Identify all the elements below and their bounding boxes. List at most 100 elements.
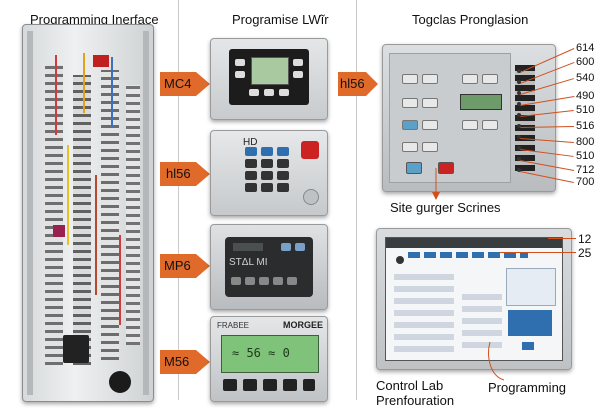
right-number-6: 516 bbox=[576, 120, 595, 132]
leader-dot bbox=[517, 69, 521, 73]
button-5[interactable] bbox=[249, 89, 259, 96]
right-number-5: 510 bbox=[576, 104, 595, 116]
keypad-controller-panel: STΔL ΜI bbox=[210, 224, 328, 310]
button-7[interactable] bbox=[279, 89, 289, 96]
terminal-strip-3 bbox=[101, 70, 119, 360]
leader-dot bbox=[517, 113, 521, 117]
key[interactable] bbox=[462, 74, 478, 84]
button-4[interactable] bbox=[293, 71, 303, 78]
arrow-label-mc4: MC4 bbox=[164, 76, 192, 91]
button-1[interactable] bbox=[235, 59, 245, 66]
key[interactable] bbox=[277, 147, 289, 156]
right-number-7: 800 bbox=[576, 136, 595, 148]
key[interactable] bbox=[422, 74, 438, 84]
screen-titlebar bbox=[386, 238, 562, 248]
key[interactable] bbox=[295, 243, 305, 251]
key[interactable] bbox=[402, 120, 418, 130]
cabinet-rail-left bbox=[27, 31, 33, 395]
key[interactable] bbox=[462, 120, 478, 130]
arrow-label-hl56: hl56 bbox=[166, 166, 191, 181]
key-blue[interactable] bbox=[406, 162, 422, 174]
key[interactable] bbox=[482, 120, 498, 130]
key[interactable] bbox=[402, 98, 418, 108]
divider-left bbox=[178, 0, 179, 400]
key[interactable] bbox=[245, 147, 257, 156]
key[interactable] bbox=[482, 74, 498, 84]
knob bbox=[109, 371, 131, 393]
key[interactable] bbox=[245, 277, 255, 285]
arrow-label-right: hl56 bbox=[340, 76, 365, 91]
key[interactable] bbox=[261, 147, 273, 156]
key[interactable] bbox=[277, 159, 289, 168]
keypad-icon bbox=[245, 147, 291, 193]
leader-dot bbox=[517, 91, 521, 95]
key[interactable] bbox=[243, 379, 257, 391]
key[interactable] bbox=[261, 171, 273, 180]
arrow-mp6: MP6 bbox=[160, 254, 210, 278]
screen-number-12: 12 bbox=[578, 232, 592, 246]
key[interactable] bbox=[402, 142, 418, 152]
wire-yellow bbox=[67, 145, 69, 245]
key[interactable] bbox=[277, 183, 289, 192]
heading-programming-interface: Programming Inerface bbox=[30, 12, 159, 27]
right-number-10: 700 bbox=[576, 176, 595, 188]
key[interactable] bbox=[277, 171, 289, 180]
screen-number-25: 25 bbox=[578, 246, 592, 260]
key[interactable] bbox=[303, 379, 315, 391]
caption-site-gurger: Site gurger Scrines bbox=[390, 200, 501, 215]
controller-body: STΔL ΜI bbox=[225, 237, 313, 297]
control-face bbox=[389, 53, 511, 183]
key[interactable] bbox=[245, 171, 257, 180]
key[interactable] bbox=[223, 379, 237, 391]
leader-dot bbox=[517, 146, 521, 150]
screen-toolbar[interactable] bbox=[408, 252, 528, 258]
key[interactable] bbox=[245, 159, 257, 168]
arrow-hl56: hl56 bbox=[160, 162, 210, 186]
right-number-4: 490 bbox=[576, 90, 595, 102]
key[interactable] bbox=[261, 183, 273, 192]
key[interactable] bbox=[422, 98, 438, 108]
key-red[interactable] bbox=[438, 162, 454, 174]
screen-list-mid[interactable] bbox=[462, 288, 502, 348]
arrow-right-icon bbox=[160, 350, 210, 374]
key[interactable] bbox=[261, 159, 273, 168]
key[interactable] bbox=[422, 120, 438, 130]
wire-brown bbox=[95, 175, 97, 295]
button-2[interactable] bbox=[235, 71, 245, 78]
screen-panel bbox=[376, 228, 572, 370]
screen-words: STΔL ΜI bbox=[229, 257, 268, 268]
key[interactable] bbox=[281, 243, 291, 251]
screen-list-left[interactable] bbox=[394, 272, 454, 352]
key[interactable] bbox=[287, 277, 297, 285]
leader-dot bbox=[517, 102, 521, 106]
button-3[interactable] bbox=[293, 59, 303, 66]
caption-programming: Programming bbox=[488, 380, 567, 395]
right-number-2: 600 bbox=[576, 56, 595, 68]
wire-red bbox=[55, 55, 57, 135]
key[interactable] bbox=[273, 277, 283, 285]
key[interactable] bbox=[283, 379, 297, 391]
screen-button[interactable] bbox=[522, 342, 534, 350]
terminal-strip-1 bbox=[45, 65, 63, 365]
status-lcd bbox=[460, 94, 502, 110]
reset-knob[interactable] bbox=[303, 189, 319, 205]
arrow-right-icon bbox=[160, 254, 210, 278]
leader-dot bbox=[517, 157, 521, 161]
screen-widget[interactable] bbox=[506, 268, 556, 306]
green-lcd-panel: FRABEE MORGEE ≈ 56 ≈ 0 bbox=[210, 316, 328, 402]
button-6[interactable] bbox=[264, 89, 274, 96]
key[interactable] bbox=[245, 183, 257, 192]
key[interactable] bbox=[263, 379, 277, 391]
wire-orange bbox=[83, 53, 85, 113]
connector-magenta bbox=[53, 225, 65, 237]
led-icon[interactable] bbox=[301, 141, 319, 159]
panel-id-label: HD bbox=[243, 137, 258, 148]
key[interactable] bbox=[402, 74, 418, 84]
status-bar bbox=[233, 243, 263, 251]
leader-12 bbox=[548, 238, 576, 239]
key[interactable] bbox=[259, 277, 269, 285]
key[interactable] bbox=[231, 277, 241, 285]
divider-right bbox=[356, 0, 357, 400]
key[interactable] bbox=[422, 142, 438, 152]
screen-icon[interactable] bbox=[396, 256, 404, 264]
